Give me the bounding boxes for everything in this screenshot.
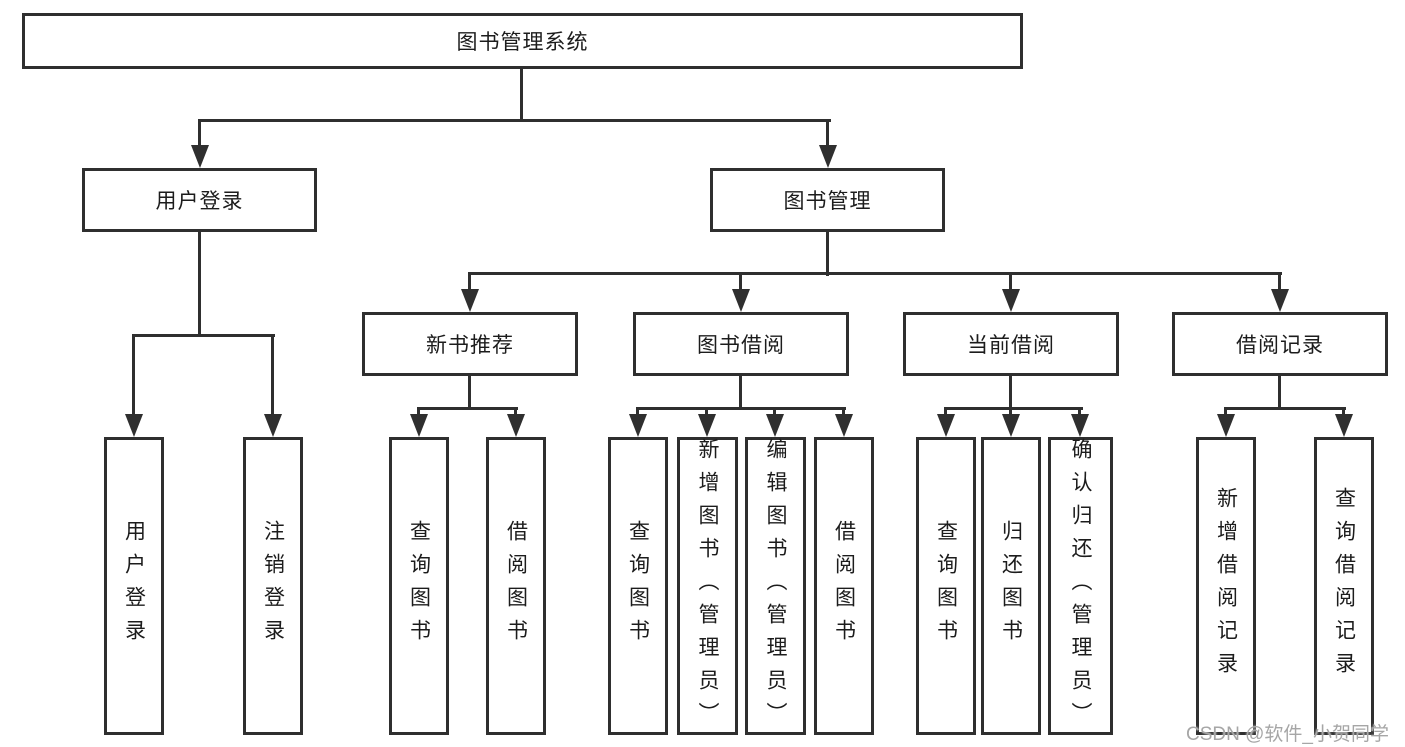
connector-stem: [705, 407, 708, 419]
node-new-book-recommend: 新书推荐: [362, 312, 578, 376]
leaf-newbook-query-books: 查询图书: [389, 437, 449, 735]
arrowhead-down-icon: [766, 414, 784, 437]
arrowhead-down-icon: [191, 145, 209, 168]
leaf-label: 查询图书: [934, 520, 958, 652]
leaf-borrow-query-books: 查询图书: [608, 437, 668, 735]
leaf-borrow-borrow-books: 借阅图书: [814, 437, 874, 735]
connector-stem: [271, 334, 274, 418]
arrowhead-down-icon: [1002, 289, 1020, 312]
node-label: 新书推荐: [426, 334, 514, 357]
leaf-label: 编辑图书（管理员）: [764, 437, 788, 735]
arrowhead-down-icon: [1071, 414, 1089, 437]
leaf-label: 借阅图书: [832, 520, 856, 652]
node-current-borrowing: 当前借阅: [903, 312, 1119, 376]
connector-stem: [773, 407, 776, 419]
arrowhead-down-icon: [461, 289, 479, 312]
connector-userlogin-branch: [132, 334, 275, 337]
connector-userlogin-drop: [198, 231, 201, 337]
connector-stem: [826, 119, 829, 149]
leaf-label: 借阅图书: [504, 520, 528, 652]
leaf-label: 注销登录: [261, 520, 285, 652]
leaf-records-query-record: 查询借阅记录: [1314, 437, 1374, 735]
leaf-label: 新增借阅记录: [1214, 487, 1238, 685]
connector-stem: [198, 119, 201, 149]
node-label: 图书管理系统: [456, 31, 589, 54]
leaf-label: 查询图书: [407, 520, 431, 652]
arrowhead-down-icon: [1335, 414, 1353, 437]
node-book-management: 图书管理: [710, 168, 945, 232]
connector-records-branch: [1224, 407, 1346, 410]
connector-newbook-drop: [468, 375, 471, 410]
connector-stem: [468, 272, 471, 298]
node-label: 当前借阅: [967, 334, 1055, 357]
arrowhead-down-icon: [835, 414, 853, 437]
leaf-current-query-books: 查询图书: [916, 437, 976, 735]
node-borrowing-records: 借阅记录: [1172, 312, 1388, 376]
connector-level2-branch: [468, 272, 1282, 275]
connector-currentborrow-drop: [1009, 375, 1012, 410]
connector-stem: [1009, 407, 1012, 419]
connector-currentborrow-branch: [944, 407, 1083, 410]
leaf-label: 查询图书: [626, 520, 650, 652]
node-library-management-system: 图书管理系统: [22, 13, 1023, 69]
arrowhead-down-icon: [629, 414, 647, 437]
connector-stem: [1224, 407, 1227, 419]
node-user-login-branch: 用户登录: [82, 168, 317, 232]
connector-stem: [132, 334, 135, 418]
node-book-borrowing: 图书借阅: [633, 312, 849, 376]
node-label: 图书管理: [783, 190, 872, 213]
connector-stem: [1078, 407, 1081, 419]
connector-newbook-branch: [417, 407, 518, 410]
connector-stem: [944, 407, 947, 419]
connector-stem: [1009, 272, 1012, 298]
connector-root-stub: [520, 68, 523, 122]
node-label: 用户登录: [155, 190, 244, 213]
connector-stem: [1342, 407, 1345, 419]
leaf-user-login: 用户登录: [104, 437, 164, 735]
arrowhead-down-icon: [410, 414, 428, 437]
arrowhead-down-icon: [937, 414, 955, 437]
leaf-logout: 注销登录: [243, 437, 303, 735]
leaf-borrow-edit-book-admin: 编辑图书（管理员）: [745, 437, 806, 735]
leaf-current-return-books: 归还图书: [981, 437, 1041, 735]
arrowhead-down-icon: [819, 145, 837, 168]
connector-stem: [636, 407, 639, 419]
arrowhead-down-icon: [1002, 414, 1020, 437]
connector-bookmgmt-drop: [826, 231, 829, 276]
node-label: 图书借阅: [697, 334, 785, 357]
leaf-label: 确认归还（管理员）: [1069, 437, 1093, 735]
arrowhead-down-icon: [125, 414, 143, 437]
arrowhead-down-icon: [698, 414, 716, 437]
leaf-records-add-record: 新增借阅记录: [1196, 437, 1256, 735]
arrowhead-down-icon: [1217, 414, 1235, 437]
leaf-label: 归还图书: [999, 520, 1023, 652]
leaf-label: 新增图书（管理员）: [696, 437, 720, 735]
connector-bookborrow-branch: [636, 407, 846, 410]
arrowhead-down-icon: [507, 414, 525, 437]
arrowhead-down-icon: [264, 414, 282, 437]
connector-stem: [842, 407, 845, 419]
connector-bookborrow-drop: [739, 375, 742, 410]
leaf-borrow-add-book-admin: 新增图书（管理员）: [677, 437, 738, 735]
connector-stem: [417, 407, 420, 419]
connector-stem: [1278, 272, 1281, 298]
connector-stem: [514, 407, 517, 419]
watermark: CSDN @软件_小贺同学: [1186, 724, 1389, 745]
arrowhead-down-icon: [1271, 289, 1289, 312]
leaf-label: 查询借阅记录: [1332, 487, 1356, 685]
connector-records-drop: [1278, 375, 1281, 410]
connector-stem: [739, 272, 742, 298]
connector-level1-branch: [198, 119, 831, 122]
leaf-current-confirm-return-admin: 确认归还（管理员）: [1048, 437, 1113, 735]
arrowhead-down-icon: [732, 289, 750, 312]
node-label: 借阅记录: [1236, 334, 1324, 357]
leaf-label: 用户登录: [122, 520, 146, 652]
leaf-newbook-borrow-books: 借阅图书: [486, 437, 546, 735]
